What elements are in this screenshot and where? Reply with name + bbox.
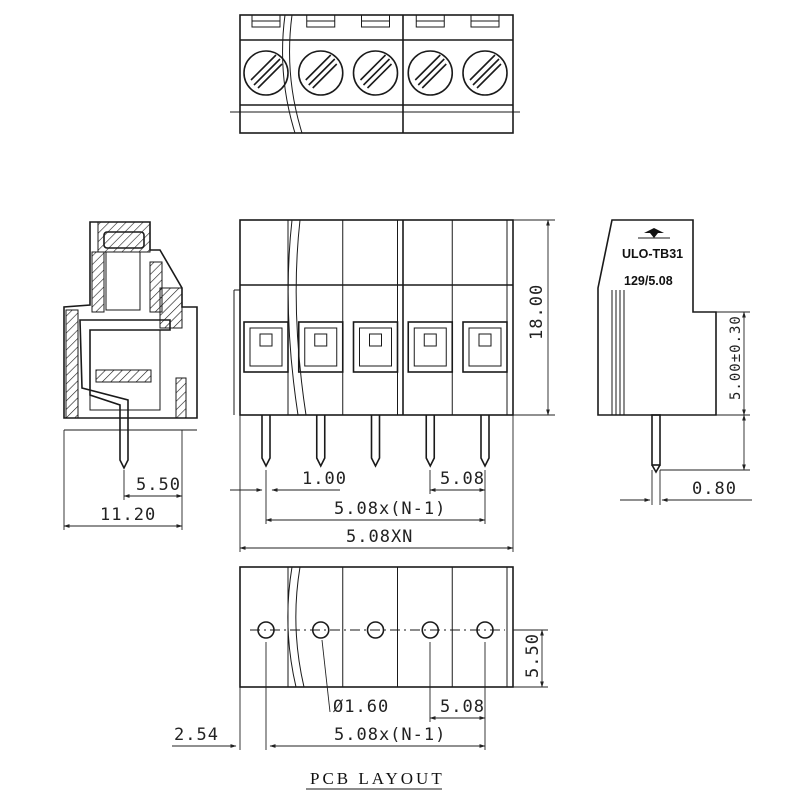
pcb-span-label: 5.08x(N-1): [334, 725, 446, 745]
model-label: ULO-TB31: [622, 247, 683, 261]
pcb-dividers: [287, 567, 508, 687]
top-screws: [243, 50, 508, 96]
pcb-hole: [257, 621, 275, 639]
pcb-hole: [366, 621, 385, 639]
front-pins: [261, 415, 490, 468]
wire-window: [352, 321, 399, 373]
span-label: 5.08x(N-1): [334, 499, 446, 519]
side-section-view: 5.50 11.20: [63, 221, 198, 530]
side-pin: [651, 414, 661, 466]
pitch-label: 5.08: [440, 469, 485, 489]
wire-window: [462, 321, 508, 373]
clamp-section: [95, 369, 152, 383]
brand-logo-icon: [644, 228, 664, 238]
pcb-hole: [311, 621, 330, 639]
screw-icon: [297, 50, 344, 96]
solder-pin: [315, 415, 326, 468]
right-side-view: ULO-TB31 129/5.08 5.00±0.30 0.80: [597, 219, 752, 505]
pcb-hole: [476, 621, 494, 639]
pin-offset-label: 5.50: [136, 475, 181, 495]
depth-label: 11.20: [100, 505, 156, 525]
wire-window: [297, 321, 344, 373]
side-offset-label: 5.00±0.30: [728, 315, 744, 400]
series-label: 129/5.08: [624, 274, 673, 288]
pcb-row-offset-label: 5.50: [523, 633, 543, 678]
solder-pin: [261, 415, 271, 468]
solder-pin: [480, 415, 490, 468]
height-label: 18.00: [527, 284, 547, 340]
wire-window: [407, 321, 454, 373]
solder-pin: [425, 415, 436, 468]
solder-pin: [370, 415, 381, 468]
screw-icon: [462, 50, 508, 96]
front-dividers: [287, 220, 508, 415]
pcb-layout-view: 5.50 Ø1.60 5.08 2.54 5.08x(N-1) PCB LAYO…: [172, 566, 548, 790]
top-slots: [251, 14, 500, 28]
front-view: 18.00 1.00 5.08 5.08x(N-1) 5.08XN: [230, 219, 555, 552]
pcb-pitch-label: 5.08: [440, 697, 485, 717]
pcb-edge-offset-label: 2.54: [174, 725, 219, 745]
hole-diameter-label: Ø1.60: [333, 697, 389, 717]
screw-head-section: [97, 221, 151, 253]
wire-window: [243, 321, 289, 373]
screw-icon: [407, 50, 454, 96]
pin-width-label: 0.80: [692, 479, 737, 499]
top-view: [230, 14, 520, 134]
pcb-layout-title: PCB LAYOUT: [310, 769, 445, 788]
front-windows: [243, 321, 508, 373]
pcb-holes: [257, 621, 494, 639]
pcb-hole: [421, 621, 440, 639]
overall-length-label: 5.08XN: [346, 527, 413, 547]
screw-icon: [243, 50, 289, 96]
pin-gap-label: 1.00: [302, 469, 347, 489]
screw-icon: [352, 50, 399, 96]
